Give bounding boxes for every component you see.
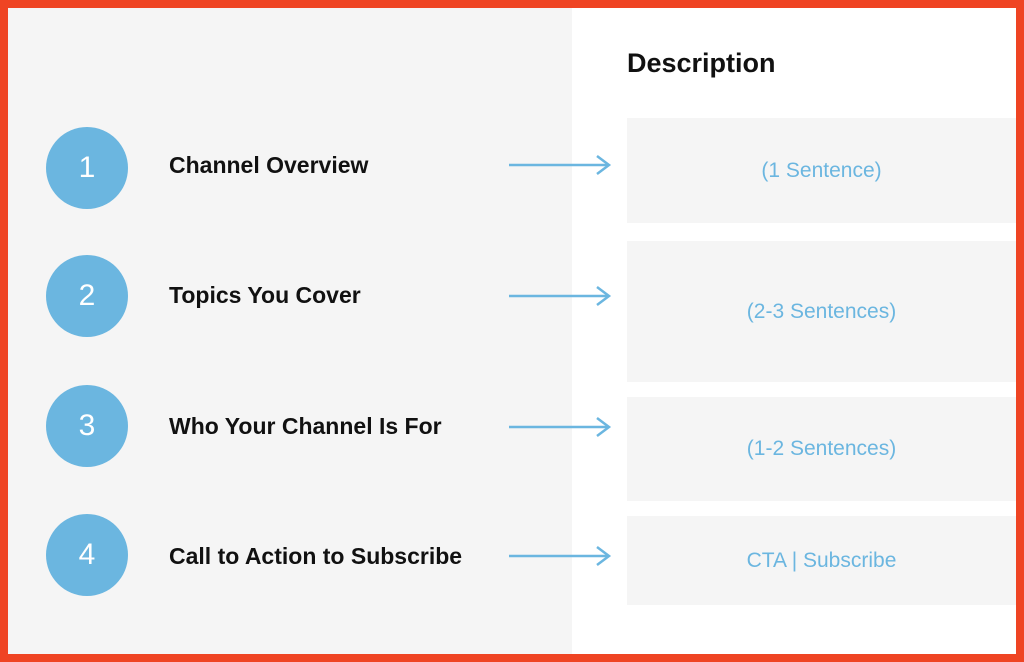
step-3-label: Who Your Channel Is For xyxy=(169,413,442,439)
step-1-label: Channel Overview xyxy=(169,152,369,178)
step-2-number-circle: 2 xyxy=(46,255,128,337)
step-1-description-box: (1 Sentence) xyxy=(627,118,1016,223)
step-1-arrow-icon xyxy=(509,155,612,175)
step-4-number-circle: 4 xyxy=(46,514,128,596)
step-3-description-box: (1-2 Sentences) xyxy=(627,397,1016,501)
step-3-number-circle: 3 xyxy=(46,385,128,467)
step-4-label: Call to Action to Subscribe xyxy=(169,543,463,569)
step-2-description-box: (2-3 Sentences) xyxy=(627,241,1016,382)
step-4-description-box: CTA | Subscribe xyxy=(627,516,1016,605)
step-3-arrow-icon xyxy=(509,417,612,437)
step-2-label: Topics You Cover xyxy=(169,282,361,308)
step-4-arrow-icon xyxy=(509,546,612,566)
step-1-number-circle: 1 xyxy=(46,127,128,209)
description-heading: Description xyxy=(627,48,776,78)
step-2-arrow-icon xyxy=(509,286,612,306)
